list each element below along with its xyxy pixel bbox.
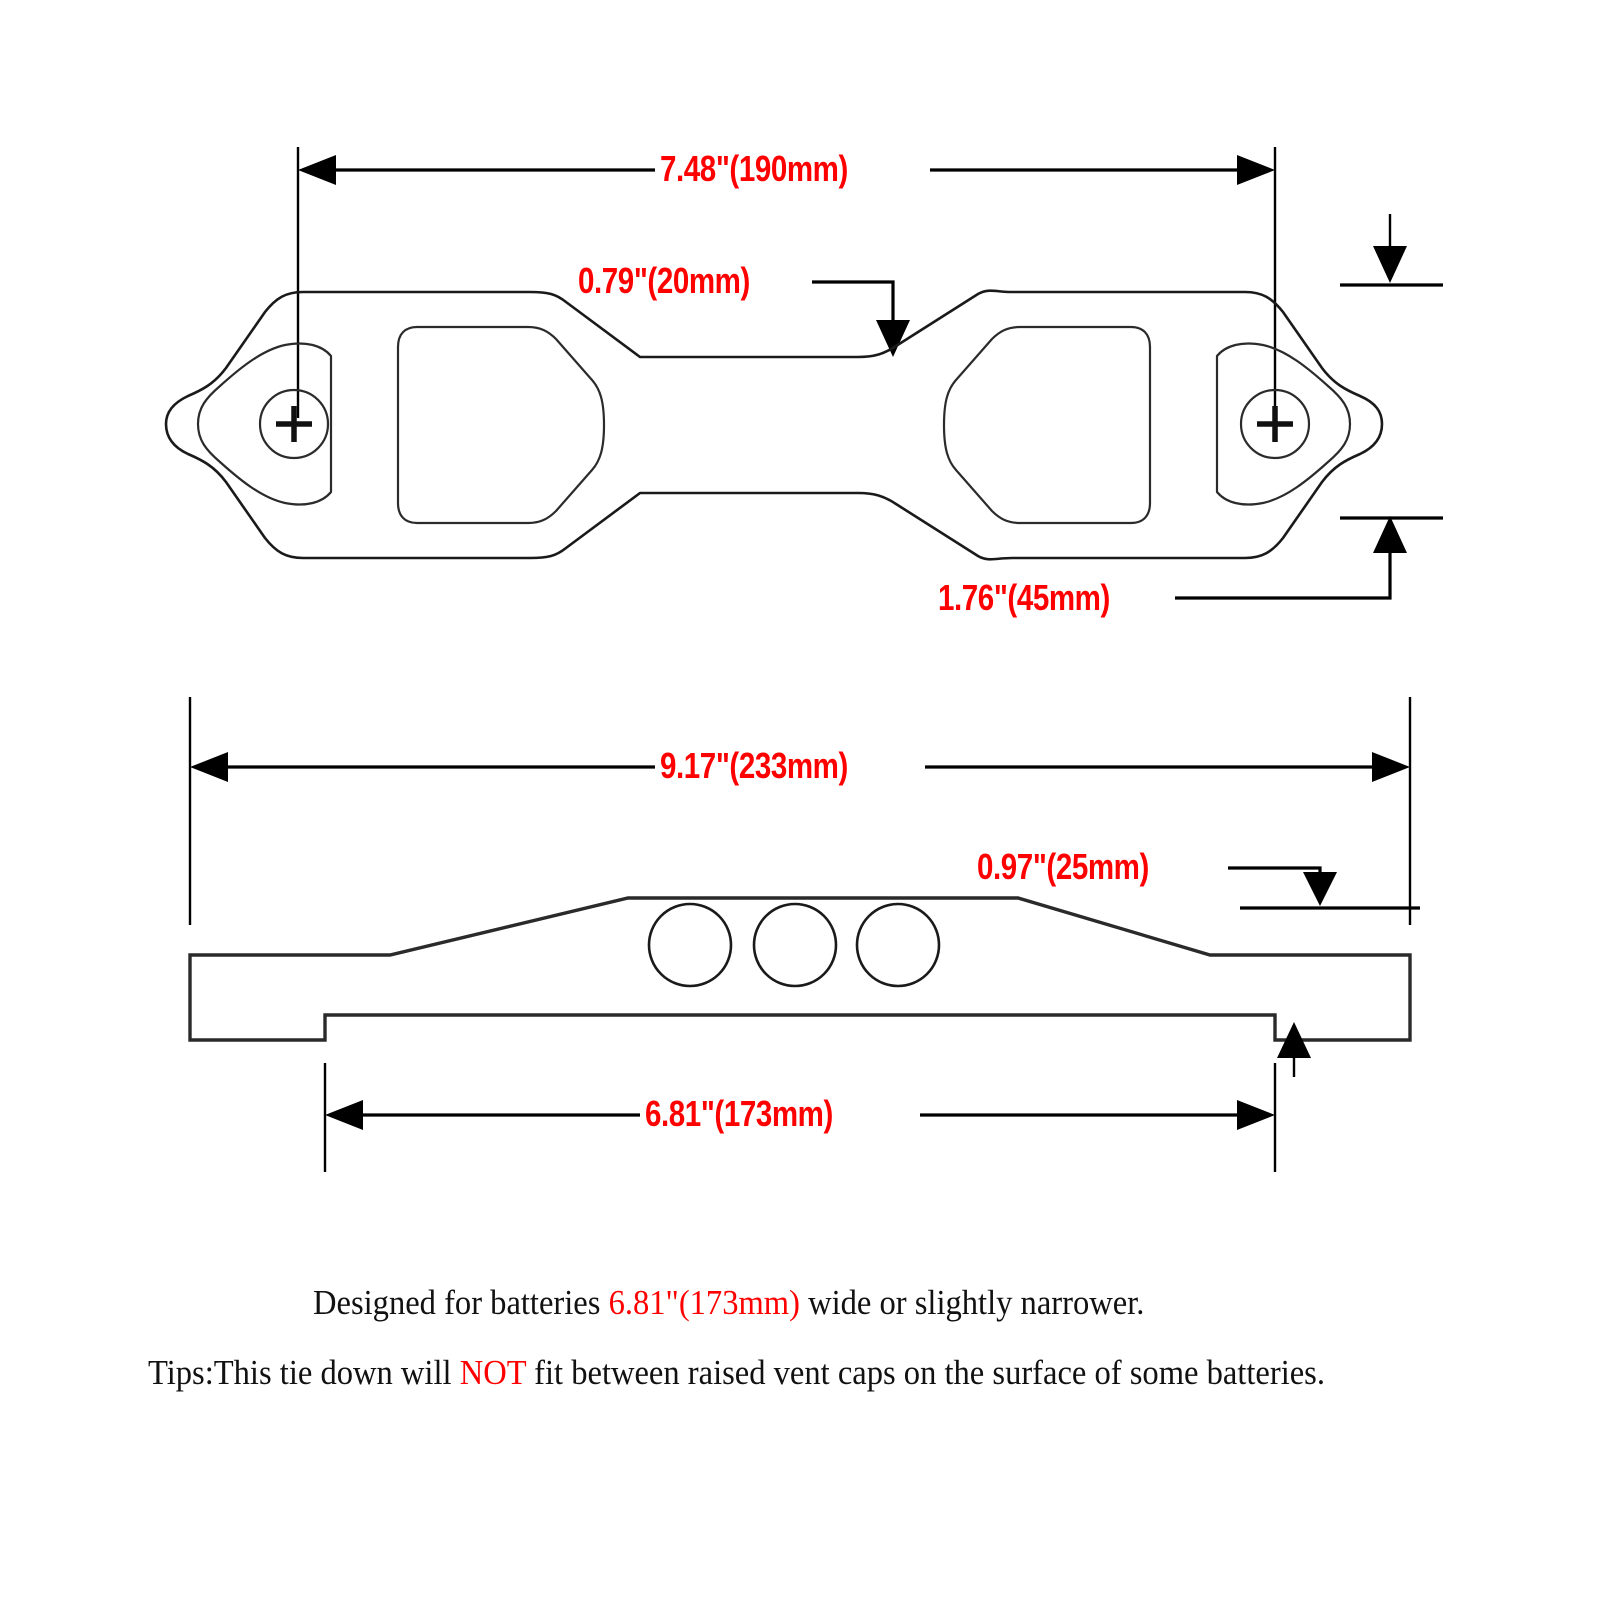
caption-line-1: Designed for batteries 6.81"(173mm) wide…: [313, 1283, 1144, 1323]
arrowhead-end-height: [1373, 516, 1407, 553]
right-large-pocket: [942, 325, 1152, 525]
caption-1-after: wide or slightly narrower.: [799, 1283, 1145, 1322]
caption-2-highlight: NOT: [459, 1353, 527, 1392]
dimension-label-overall-width: 7.48"(190mm): [660, 148, 848, 189]
dimension-label-end-height: 1.76"(45mm): [938, 577, 1110, 618]
right-bolt-hole: [1239, 388, 1311, 460]
arrowhead-right-inner-span: [1237, 1100, 1275, 1130]
arrowhead-right-overall-length: [1372, 752, 1410, 782]
vent-circle-2: [752, 902, 838, 988]
arrowhead-left-overall-width: [298, 155, 336, 185]
arrowhead-raised-height: [1303, 872, 1337, 906]
arrowhead-top-right: [1373, 246, 1407, 283]
left-large-pocket: [396, 325, 606, 525]
caption-2-after: fit between raised vent caps on the surf…: [526, 1353, 1325, 1392]
caption-2-before: Tips:This tie down will: [148, 1353, 460, 1392]
left-bolt-hole: [258, 388, 330, 460]
arrowhead-right-overall-width: [1237, 155, 1275, 185]
top-view-outer-outline: [164, 289, 1384, 561]
side-view-group: [188, 697, 1420, 1172]
caption-1-highlight: 6.81"(173mm): [608, 1283, 800, 1322]
arrowhead-left-inner-span: [325, 1100, 363, 1130]
arrowhead-bottom-right: [1277, 1022, 1311, 1058]
vent-circle-3: [855, 902, 941, 988]
dimension-label-raised-height: 0.97"(25mm): [977, 846, 1149, 887]
vent-circle-1: [647, 902, 733, 988]
caption-line-2: Tips:This tie down will NOT fit between …: [148, 1353, 1325, 1393]
top-view-group: [164, 147, 1443, 600]
right-inner-pocket: [1215, 342, 1352, 506]
arrowhead-neck-width: [876, 320, 910, 357]
leader-neck-width: [812, 280, 895, 338]
leader-end-height: [1175, 534, 1392, 600]
dimension-label-inner-span: 6.81"(173mm): [645, 1093, 833, 1134]
left-inner-pocket: [196, 342, 333, 506]
side-view-outline: [188, 896, 1412, 1042]
caption-1-before: Designed for batteries: [313, 1283, 609, 1322]
arrowhead-left-overall-length: [190, 752, 228, 782]
dimension-label-overall-length: 9.17"(233mm): [660, 745, 848, 786]
dimension-label-neck-width: 0.79"(20mm): [578, 260, 750, 301]
